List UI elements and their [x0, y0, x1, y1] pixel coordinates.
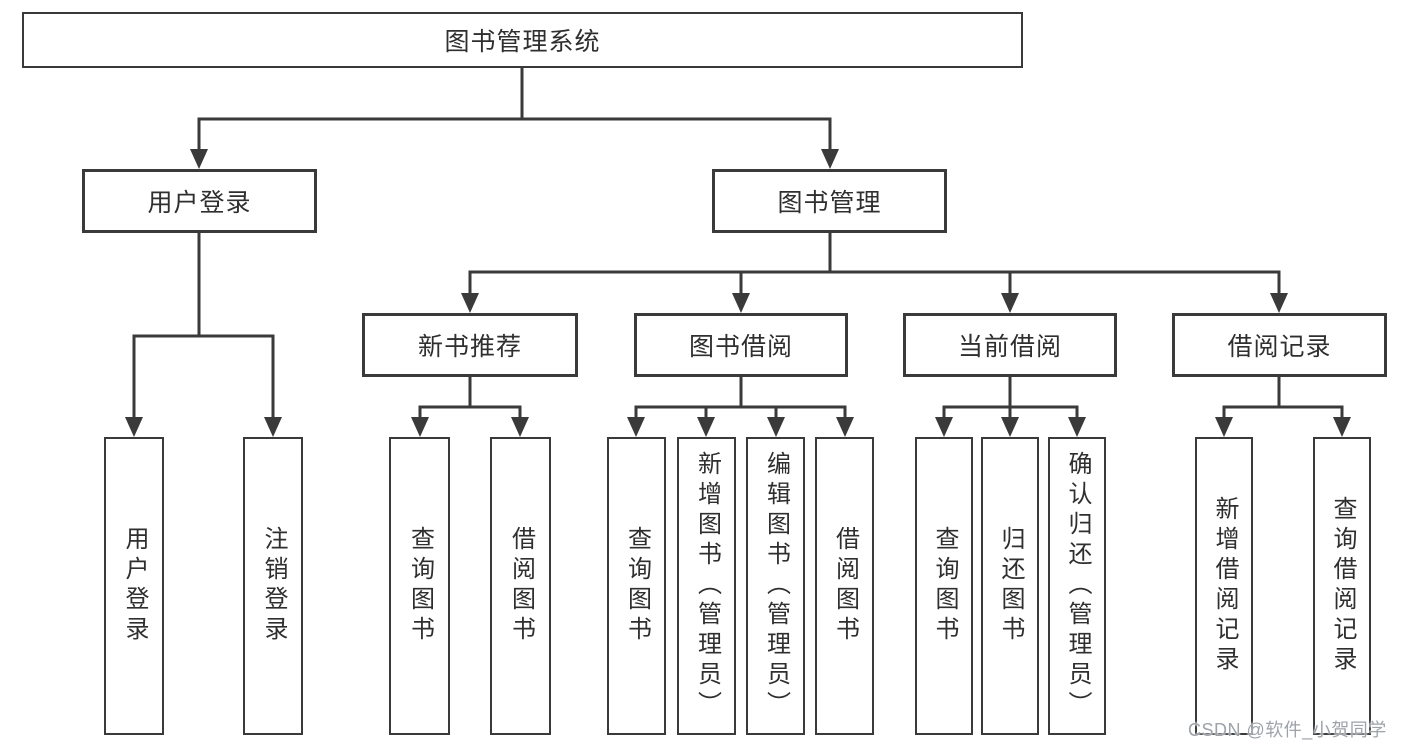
node-br-add-record: 新增借阅记录 — [1195, 437, 1253, 735]
node-label: 新增借阅记录 — [1211, 496, 1238, 676]
node-label: 用户登录 — [121, 526, 148, 646]
node-bb-edit-books-admin: 编辑图书（管理员） — [746, 437, 805, 735]
node-borrowing-records: 借阅记录 — [1172, 313, 1387, 377]
node-current-borrowing: 当前借阅 — [903, 313, 1117, 377]
connector-current-borrowing-to-children — [935, 375, 1086, 437]
node-book-management: 图书管理 — [712, 169, 947, 233]
node-book-borrowing: 图书借阅 — [634, 313, 848, 377]
arrowhead-down-icon — [935, 417, 953, 437]
arrowhead-down-icon — [1001, 293, 1019, 313]
node-label: 图书管理系统 — [444, 28, 601, 56]
arrowhead-down-icon — [1001, 417, 1019, 437]
node-label: 借阅记录 — [1227, 333, 1332, 361]
node-cb-query-books: 查询图书 — [915, 437, 973, 735]
node-label: 用户登录 — [147, 189, 252, 217]
node-cb-return-books: 归还图书 — [981, 437, 1039, 735]
connector-book-management-to-children — [461, 231, 1288, 313]
arrowhead-down-icon — [411, 417, 429, 437]
node-label: 借阅图书 — [831, 526, 859, 646]
node-rec-borrow-books: 借阅图书 — [490, 437, 551, 735]
connector-borrowing-records-to-children — [1215, 375, 1351, 437]
node-label: 借阅图书 — [507, 526, 535, 646]
arrowhead-down-icon — [697, 417, 715, 437]
arrowhead-down-icon — [767, 417, 785, 437]
node-label: 确认归还（管理员） — [1064, 451, 1091, 721]
node-rec-query-books: 查询图书 — [389, 437, 450, 735]
node-label: 查询图书 — [406, 526, 434, 646]
csdn-watermark: CSDN @软件_小贺同学 — [1188, 720, 1387, 740]
node-label: 查询图书 — [931, 526, 958, 646]
arrowhead-down-icon — [1215, 417, 1233, 437]
arrowhead-down-icon — [1068, 417, 1086, 437]
connector-new-book-recommend-to-children — [411, 375, 529, 437]
arrowhead-down-icon — [627, 417, 645, 437]
node-label: 归还图书 — [997, 526, 1024, 646]
node-label: 新书推荐 — [417, 333, 522, 361]
arrowhead-down-icon — [821, 149, 839, 169]
node-label: 新增图书（管理员） — [693, 451, 721, 721]
node-br-query-record: 查询借阅记录 — [1313, 437, 1371, 735]
arrowhead-down-icon — [836, 417, 854, 437]
node-label: 当前借阅 — [957, 333, 1062, 361]
node-label: 编辑图书（管理员） — [762, 451, 790, 721]
node-label: 查询借阅记录 — [1329, 496, 1356, 676]
node-bb-query-books: 查询图书 — [607, 437, 666, 735]
arrowhead-down-icon — [511, 417, 529, 437]
node-logout: 注销登录 — [243, 437, 303, 735]
arrowhead-down-icon — [190, 149, 208, 169]
node-bb-add-books-admin: 新增图书（管理员） — [677, 437, 736, 735]
node-bb-borrow-books: 借阅图书 — [815, 437, 874, 735]
connector-root-to-children — [190, 66, 839, 169]
connector-book-borrowing-to-children — [627, 375, 854, 437]
arrowhead-down-icon — [264, 417, 282, 437]
node-cb-confirm-return-admin: 确认归还（管理员） — [1048, 437, 1106, 735]
arrowhead-down-icon — [1270, 293, 1288, 313]
node-label: 图书管理 — [777, 189, 882, 217]
arrowhead-down-icon — [1333, 417, 1351, 437]
connector-user-login-to-children — [125, 231, 282, 437]
arrowhead-down-icon — [125, 417, 143, 437]
node-label: 注销登录 — [260, 526, 287, 646]
node-library-management-system: 图书管理系统 — [22, 12, 1023, 68]
arrowhead-down-icon — [461, 293, 479, 313]
node-new-book-recommend: 新书推荐 — [362, 313, 578, 377]
node-user-login: 用户登录 — [82, 169, 317, 233]
node-label: 图书借阅 — [688, 333, 793, 361]
node-user-login-leaf: 用户登录 — [104, 437, 164, 735]
arrowhead-down-icon — [732, 293, 750, 313]
node-label: 查询图书 — [623, 526, 651, 646]
